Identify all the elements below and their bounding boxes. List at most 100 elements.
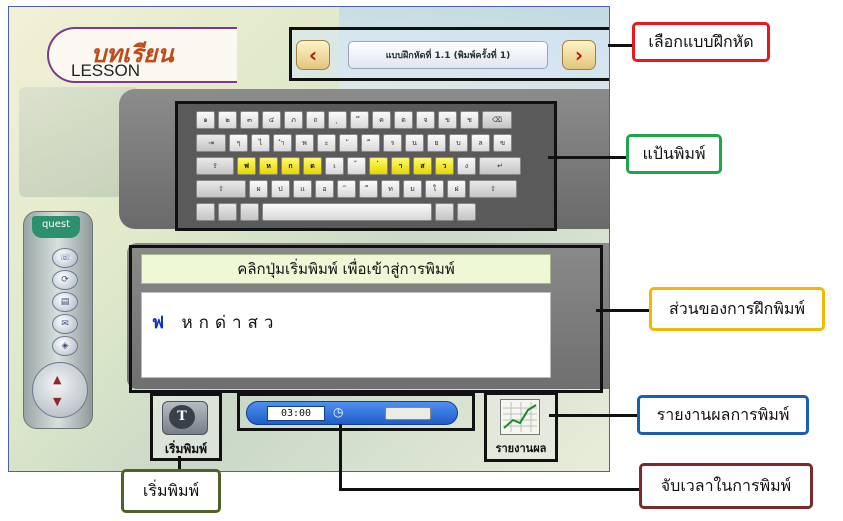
keyboard-key[interactable]	[218, 203, 237, 221]
arrow-down-icon[interactable]: ▼	[53, 395, 62, 408]
keyboard-key[interactable]	[262, 203, 432, 221]
callout-start: เริ่มพิมพ์	[121, 469, 221, 513]
keyboard-key[interactable]: ะ	[317, 134, 336, 152]
phone-icon: ☏	[59, 253, 71, 263]
keyboard-key[interactable]: ุ	[328, 111, 347, 129]
keyboard-key[interactable]: น	[405, 134, 424, 152]
keyboard-key[interactable]: ๑	[196, 111, 215, 129]
report-button[interactable]: รายงานผล	[484, 392, 558, 462]
keyboard-key[interactable]	[435, 203, 454, 221]
keyboard-key[interactable]: ⇥	[196, 134, 226, 152]
keyboard-key[interactable]: า	[391, 157, 410, 175]
side-button-5[interactable]: ◈	[52, 336, 78, 356]
keyboard-key[interactable]: ⇧	[196, 180, 246, 198]
start-icon-box: T	[162, 401, 208, 435]
keyboard-key[interactable]: ถ	[306, 111, 325, 129]
keyboard-key[interactable]: ใ	[425, 180, 444, 198]
keyboard-key[interactable]: ๓	[240, 111, 259, 129]
keyboard-key[interactable]: ้	[347, 157, 366, 175]
keyboard-key[interactable]: พ	[295, 134, 314, 152]
keyboard-key[interactable]: ช	[460, 111, 479, 129]
keyboard-key[interactable]: ท	[381, 180, 400, 198]
connector-start	[178, 456, 181, 470]
keyboard-key[interactable]: ส	[413, 157, 432, 175]
logo-english-text: LESSON	[71, 61, 140, 80]
quest-label: quest	[32, 216, 80, 238]
keyboard-key[interactable]: ่	[369, 157, 388, 175]
keyboard-key[interactable]: ง	[457, 157, 476, 175]
keyboard-key[interactable]: ี	[361, 134, 380, 152]
start-typing-button[interactable]: T เริ่มพิมพ์	[150, 393, 222, 461]
keyboard-key[interactable]: ข	[438, 111, 457, 129]
keyboard-key[interactable]: ิ	[337, 180, 356, 198]
prev-exercise-button[interactable]: ‹	[296, 40, 330, 70]
keyboard-key[interactable]: ั	[339, 134, 358, 152]
keyboard-key[interactable]: ฃ	[493, 134, 512, 152]
connector-keyboard	[548, 156, 626, 159]
timer-progress-box	[385, 407, 431, 420]
keyboard-key[interactable]: ห	[259, 157, 278, 175]
keyboard-key[interactable]: แ	[293, 180, 312, 198]
keyboard-key[interactable]: ึ	[350, 111, 369, 129]
keyboard-key[interactable]: ป	[271, 180, 290, 198]
keyboard-key[interactable]: ๒	[218, 111, 237, 129]
keyboard-key[interactable]: ว	[435, 157, 454, 175]
side-button-3[interactable]: ▤	[52, 292, 78, 312]
keyboard-key[interactable]: ก	[281, 157, 300, 175]
keyboard-key[interactable]: ล	[471, 134, 490, 152]
keyboard-key[interactable]	[196, 203, 215, 221]
keyboard-key[interactable]	[240, 203, 259, 221]
keyboard-key[interactable]: จ	[416, 111, 435, 129]
keyboard-key[interactable]: ำ	[273, 134, 292, 152]
timer-pill: 03:00 ◷	[246, 401, 458, 425]
keyboard-key[interactable]: ต	[394, 111, 413, 129]
mail-icon: ✉	[61, 319, 69, 329]
settings-icon: ◈	[61, 341, 69, 351]
keyboard-key[interactable]: ⌫	[482, 111, 512, 129]
keyboard-key[interactable]: ม	[403, 180, 422, 198]
arrow-up-icon[interactable]: ▲	[53, 373, 62, 386]
keyboard-key[interactable]: ค	[372, 111, 391, 129]
side-button-1[interactable]: ☏	[52, 248, 78, 268]
keyboard-key[interactable]: ย	[427, 134, 446, 152]
keyboard-key[interactable]: ฟ	[237, 157, 256, 175]
keyboard-key[interactable]: ↵	[479, 157, 521, 175]
report-label: รายงานผล	[495, 442, 547, 455]
side-button-2[interactable]: ⟳	[52, 270, 78, 290]
report-chart-icon	[500, 399, 540, 435]
connector-timer-h	[339, 488, 639, 491]
callout-report: รายงานผลการพิมพ์	[637, 395, 809, 435]
t-letter-icon: T	[169, 405, 195, 429]
keyboard-key[interactable]: ผ	[249, 180, 268, 198]
keyboard-key[interactable]: ด	[303, 157, 322, 175]
keyboard-key[interactable]: ๆ	[229, 134, 248, 152]
keyboard-key[interactable]: อ	[315, 180, 334, 198]
typing-practice-area[interactable]: ฟ หกด่าสว	[141, 292, 551, 378]
keyboard-key[interactable]: ฝ	[447, 180, 466, 198]
keyboard-key[interactable]: ⇪	[196, 157, 234, 175]
keyboard-key[interactable]: ๔	[262, 111, 281, 129]
callout-timer: จับเวลาในการพิมพ์	[639, 463, 813, 509]
keyboard-key[interactable]: ภ	[284, 111, 303, 129]
keyboard-key[interactable]: ร	[383, 134, 402, 152]
exercise-selector: ‹ แบบฝึกหัดที่ 1.1 (พิมพ์ครั้งที่ 1) ›	[289, 27, 609, 81]
keyboard-key[interactable]: บ	[449, 134, 468, 152]
dpad-control[interactable]: ▲ ▼	[32, 362, 88, 418]
keyboard-key[interactable]	[457, 203, 476, 221]
clock-icon: ◷	[333, 405, 344, 419]
keyboard-key[interactable]: เ	[325, 157, 344, 175]
document-icon: ▤	[60, 297, 70, 307]
side-button-4[interactable]: ✉	[52, 314, 78, 334]
keyboard-key[interactable]: ⇧	[469, 180, 517, 198]
chevron-left-icon: ‹	[308, 43, 318, 67]
timer-display: 03:00	[267, 406, 325, 421]
keyboard-key[interactable]: ไ	[251, 134, 270, 152]
side-control-panel: quest ☏ ⟳ ▤ ✉ ◈ ▲ ▼	[23, 211, 93, 429]
lesson-logo: บทเรียน LESSON	[47, 27, 237, 83]
keyboard-key[interactable]: ื	[359, 180, 378, 198]
connector-select	[608, 44, 632, 47]
next-exercise-button[interactable]: ›	[562, 40, 596, 70]
